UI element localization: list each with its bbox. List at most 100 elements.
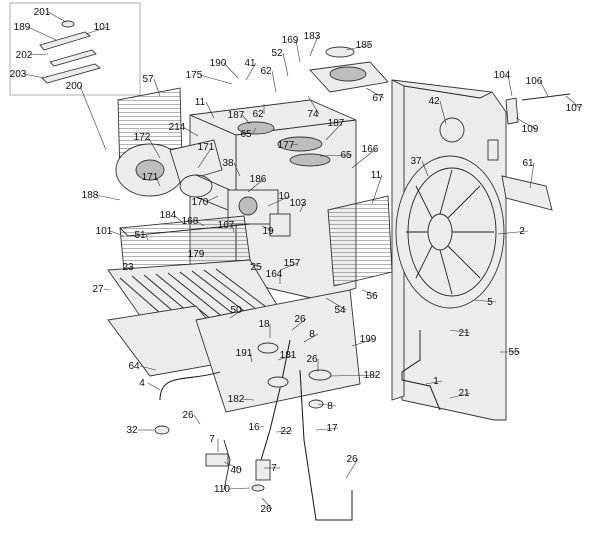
leader-line [271,70,277,93]
part-number-label: 168 [182,216,199,227]
leader-line [361,289,379,297]
leader-line [173,214,183,223]
part-number-label: 4 [139,378,145,389]
part-number-label: 67 [372,93,384,104]
part-number-label: 62 [260,66,272,77]
leader-line [241,114,251,125]
expansion-vessel [395,155,505,309]
leader-line [371,174,383,205]
leader-line [329,374,379,377]
leader-line [351,148,377,169]
part-number-label: 184 [160,210,177,221]
leader-line [103,288,111,291]
leader-line [79,85,107,151]
part-number-label: 167 [218,220,235,231]
part-number-label: 166 [362,144,379,155]
leader-line [223,461,243,471]
part-number-label: 106 [526,76,543,87]
venturi [179,174,231,211]
part-number-label: 62 [252,109,264,120]
part-number-label: 189 [14,22,31,33]
leader-line [267,195,291,207]
part-number-label: 7 [209,434,215,445]
leader-line [145,234,149,241]
leader-line [29,53,49,56]
part-number-label: 187 [228,110,245,121]
leader-line [182,126,199,137]
part-number-label: 191 [236,348,253,359]
part-number-label: 56 [366,291,378,302]
part-number-label: 203 [10,69,27,80]
leader-line [425,380,443,385]
leader-line [249,352,253,363]
part-number-label: 61 [522,158,534,169]
leader-line [539,80,549,97]
leader-line [229,309,243,319]
part-number-label: 110 [214,484,230,495]
leader-line [245,62,257,81]
part-number-label: 21 [458,328,470,339]
part-number-label: 171 [142,172,159,183]
leader-line [319,154,353,157]
part-number-label: 190 [210,58,227,69]
part-number-label: 55 [508,347,520,358]
gas-valve [227,189,291,237]
part-number-label: 41 [244,58,256,69]
part-number-label: 8 [327,401,333,412]
chassis-base [195,289,361,413]
rod-assembly [505,93,571,125]
part-number-label: 170 [192,197,209,208]
leader-line [497,230,529,235]
part-number-label: 26 [260,504,272,515]
part-number-label: 26 [294,314,306,325]
part-number-label: 21 [458,388,470,399]
part-number-label: 183 [304,31,321,42]
leader-line [307,95,320,115]
part-number-label: 107 [566,103,583,114]
front-panel [327,195,393,287]
leader-line [259,425,265,428]
leader-line [473,299,497,303]
part-number-label: 37 [410,156,422,167]
part-number-label: 186 [250,174,267,185]
leader-line [309,35,319,57]
leader-line [241,398,255,401]
leader-line [282,52,289,77]
leader-line [279,262,299,271]
part-number-label: 11 [371,170,382,181]
leader-line [139,365,157,371]
part-number-label: 25 [250,262,262,273]
leader-line [515,117,537,130]
part-number-label: 23 [122,262,134,273]
part-number-label: 26 [346,454,358,465]
leader-line [153,78,161,97]
leader-line [109,230,125,237]
part-number-label: 164 [266,269,283,280]
leader-line [325,297,347,311]
part-number-label: 175 [186,70,203,81]
leader-line [299,202,305,213]
leader-line [325,122,343,141]
leader-line [261,497,273,510]
leader-line [233,162,241,177]
part-number-label: 201 [34,7,51,18]
part-number-label: 182 [228,394,245,405]
leader-line [315,427,339,431]
part-number-label: 50 [230,305,242,316]
leader-line [345,44,371,51]
leader-line [125,266,135,269]
part-number-label: 171 [198,142,215,153]
leader-line [303,333,319,343]
flue-outlet [309,46,389,93]
part-number-label: 32 [126,425,138,436]
part-number-label: 199 [360,334,377,345]
leader-line [199,74,233,85]
leader-line [291,143,299,146]
leader-line [365,87,385,99]
part-number-label: 157 [284,258,301,269]
part-number-label: 16 [248,422,260,433]
part-number-label: 74 [307,109,319,120]
leader-line [291,318,307,331]
